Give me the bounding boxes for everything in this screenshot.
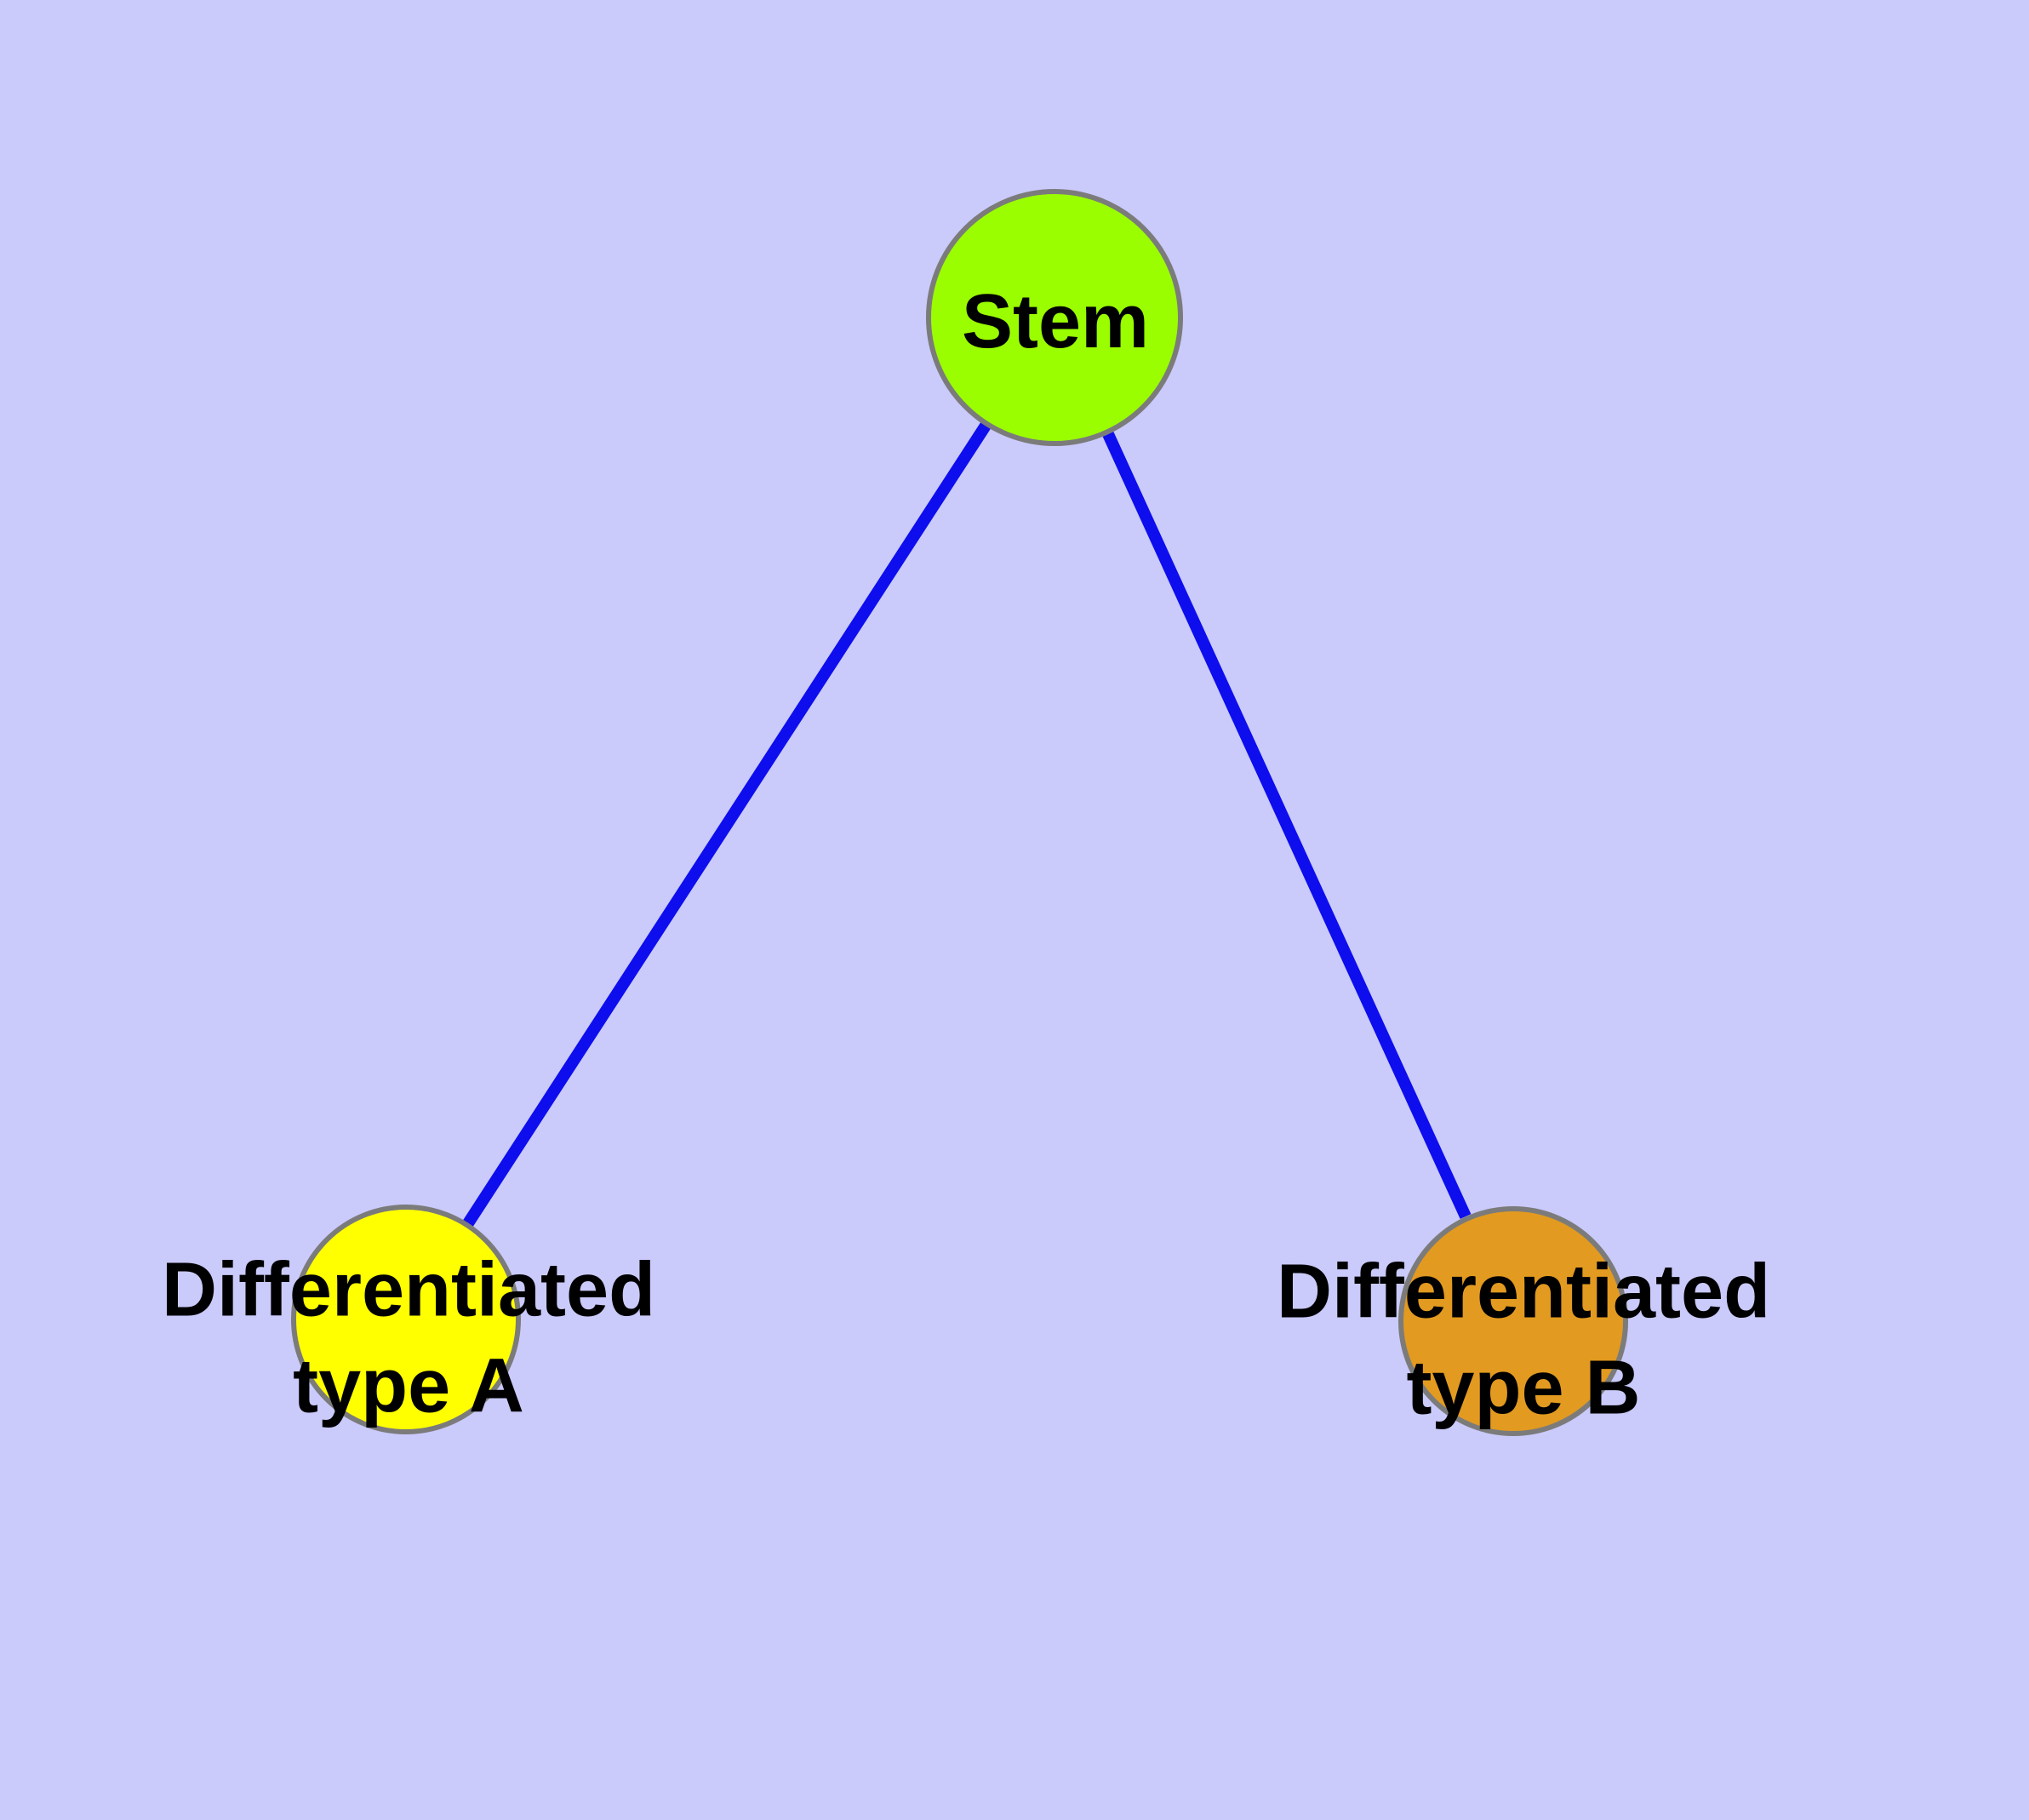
edge-stem-to-type-a (463, 422, 991, 1227)
node-stem (926, 189, 1183, 446)
node-stem-label: Stem (961, 278, 1150, 364)
node-differentiated-type-b (1398, 1206, 1628, 1436)
edge-stem-to-type-b (1102, 432, 1472, 1219)
node-differentiated-type-a-label: Differentiated type A (161, 1247, 656, 1429)
node-differentiated-type-a (291, 1205, 521, 1434)
node-differentiated-type-b-label: Differentiated type B (1276, 1249, 1771, 1431)
